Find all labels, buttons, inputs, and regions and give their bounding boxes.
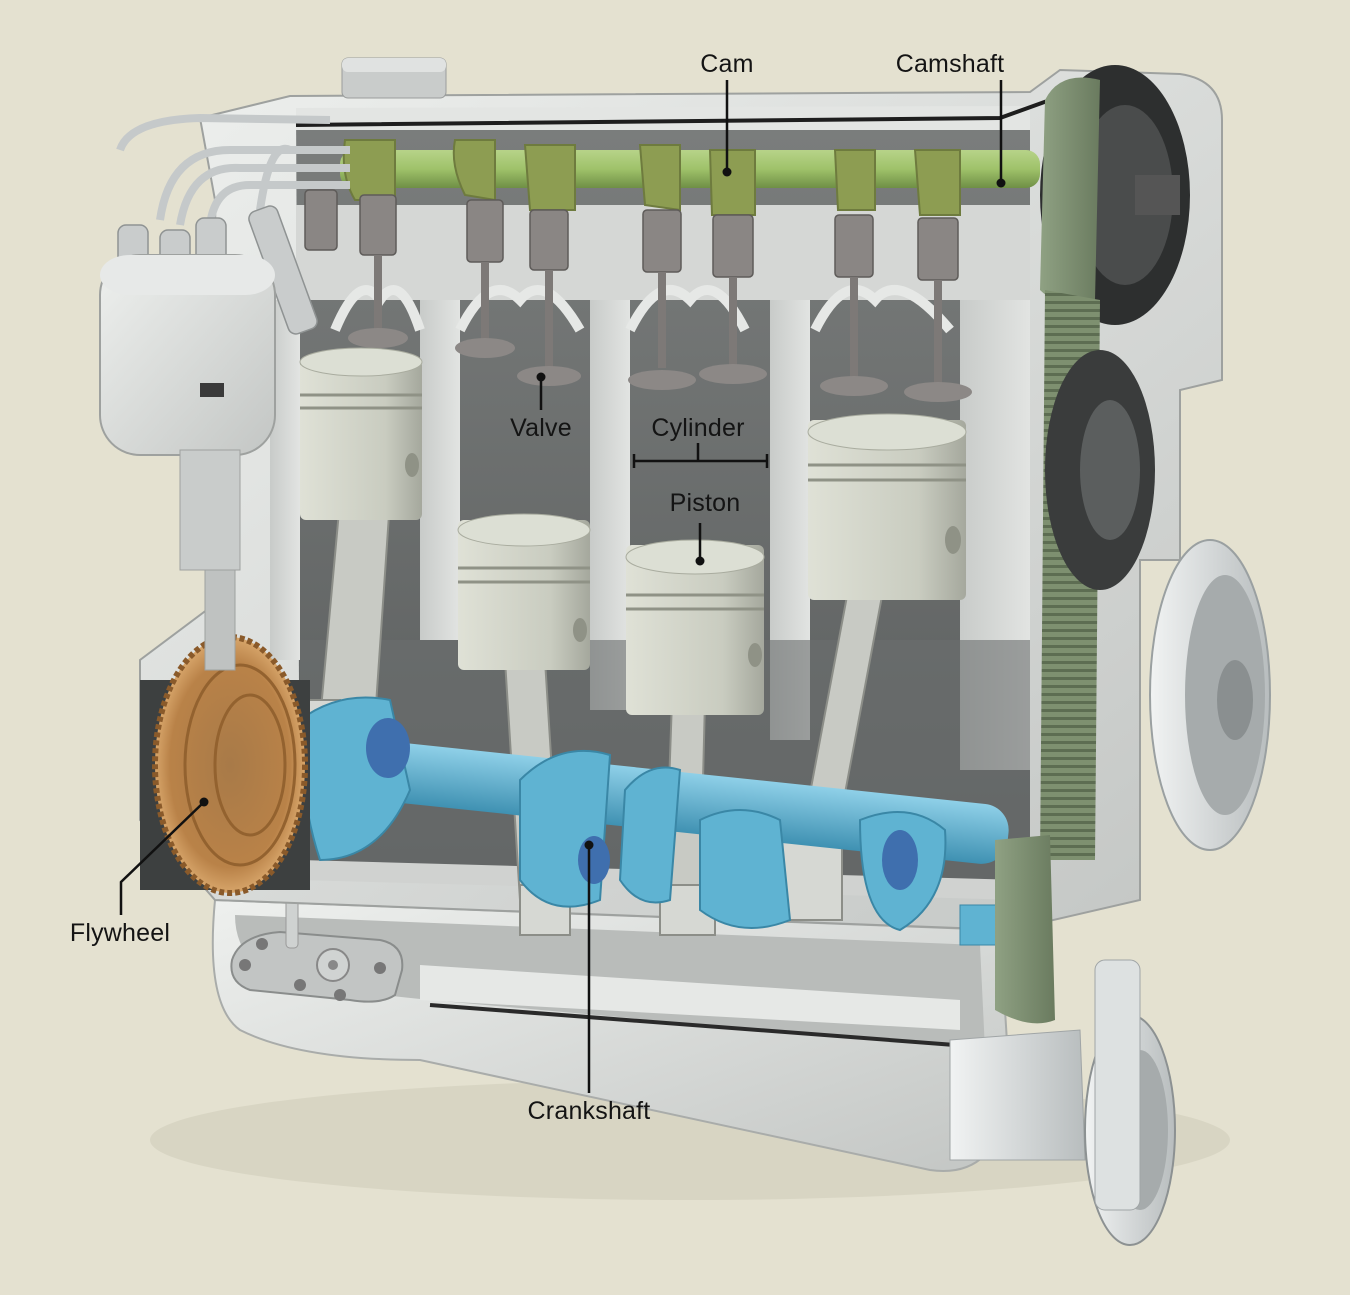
dot-piston [695, 556, 705, 566]
dot-cam [722, 167, 732, 177]
dot-flywheel [199, 797, 209, 807]
label-cam: Cam [700, 50, 754, 78]
camshaft [340, 139, 1040, 216]
timing-belt-assembly [995, 65, 1190, 1024]
valves [304, 189, 972, 402]
label-camshaft: Camshaft [895, 50, 1005, 78]
label-flywheel: Flywheel [69, 919, 171, 947]
flywheel [140, 634, 310, 896]
distributor [99, 113, 350, 671]
oil-pump [230, 887, 404, 1003]
dot-crankshaft [584, 840, 594, 850]
oil-pan [211, 898, 1012, 1172]
pulleys [949, 539, 1271, 1246]
piston-4 [807, 413, 967, 600]
label-valve: Valve [510, 414, 572, 442]
leader-lines [119, 80, 1006, 1093]
pistons [299, 347, 967, 715]
leader-flywheel [119, 801, 205, 915]
label-crankshaft: Crankshaft [527, 1097, 651, 1125]
bracket-cylinder [632, 454, 769, 468]
piston-1 [299, 347, 423, 520]
dot-valve [536, 372, 546, 382]
label-cylinder: Cylinder [651, 414, 745, 442]
label-piston: Piston [669, 489, 741, 517]
crankshaft [298, 696, 1021, 946]
piston-2 [457, 513, 591, 670]
dot-camshaft [996, 178, 1006, 188]
piston-3 [625, 539, 765, 715]
